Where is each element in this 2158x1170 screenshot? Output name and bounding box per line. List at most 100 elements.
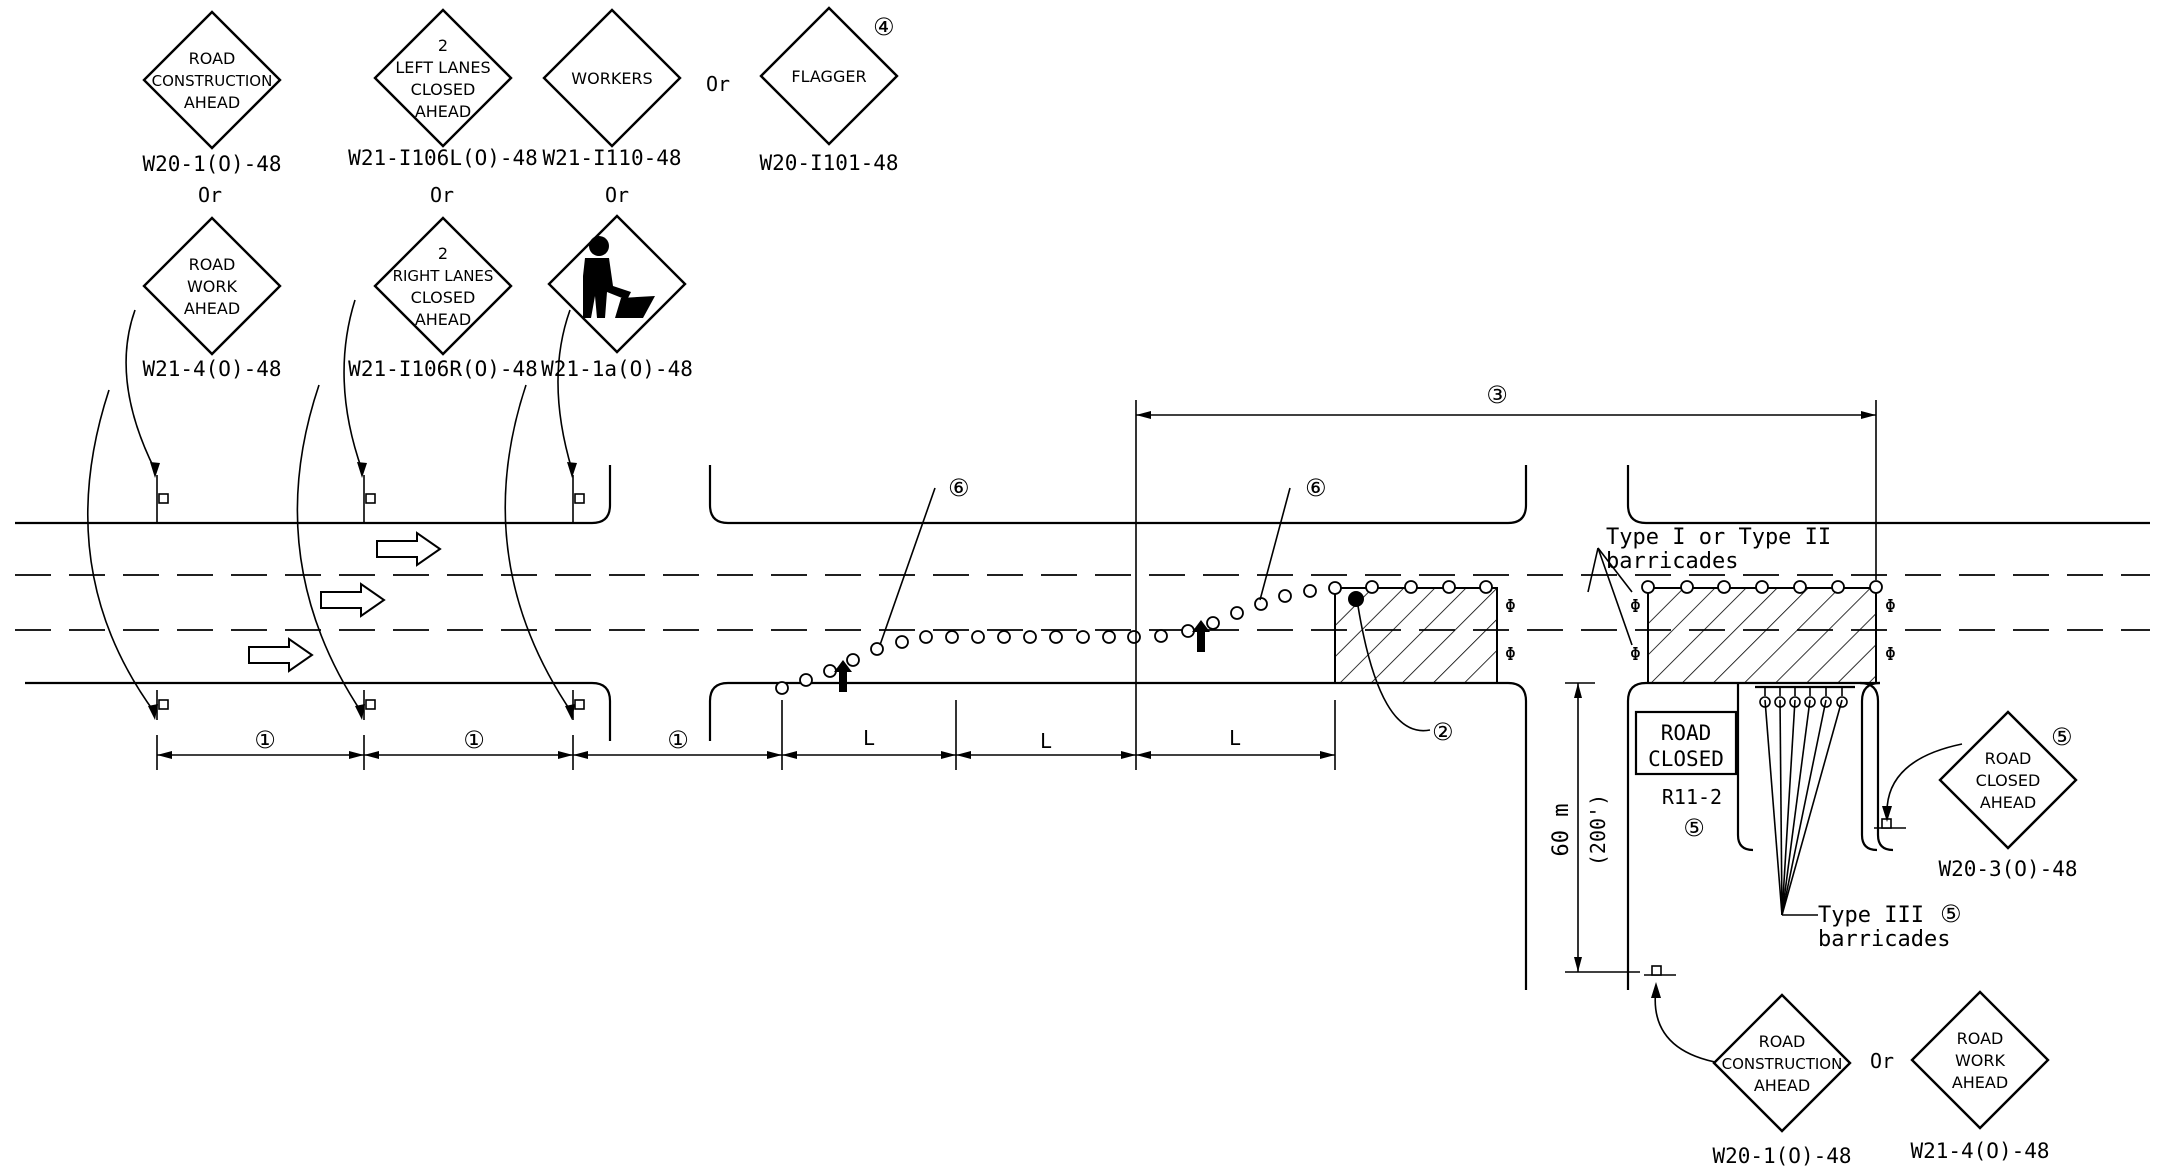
sign-text-line: CONSTRUCTION bbox=[1722, 1055, 1843, 1073]
note-1-label: ① bbox=[667, 726, 689, 754]
distance-meters-label: 60 m bbox=[1549, 804, 1574, 857]
sign-text-line: AHEAD bbox=[415, 102, 471, 121]
dimension-labels: ① ① ① L L L ③ bbox=[254, 381, 1508, 754]
note-5-label: ⑤ bbox=[2051, 723, 2073, 751]
cone-icon bbox=[945, 630, 959, 644]
type3-label-1: Type III bbox=[1818, 903, 1924, 928]
cone-icon bbox=[997, 630, 1011, 644]
traffic-arrows bbox=[248, 531, 442, 673]
svg-text:Φ: Φ bbox=[1505, 596, 1516, 617]
barricade-light-icon bbox=[1755, 580, 1769, 594]
sign-text-line: AHEAD bbox=[1980, 793, 2036, 812]
sign-text-line: ROAD bbox=[1957, 1029, 2004, 1048]
sign-text-line: ROAD bbox=[1985, 749, 2032, 768]
or-labels: Or Or Or Or Or bbox=[198, 72, 1894, 1073]
warning-sign-s5: ROAD WORK AHEAD W21-4(O)-48 bbox=[142, 216, 282, 381]
dim-L-label: L bbox=[863, 726, 875, 750]
cone-icon bbox=[846, 653, 860, 667]
sign-text-line: FLAGGER bbox=[791, 67, 866, 86]
sign-diamond bbox=[1938, 710, 2078, 850]
side-road-distance: 60 m (200') bbox=[1549, 794, 1610, 866]
sign-text-line: RIGHT LANES bbox=[393, 267, 494, 285]
sign-diamond bbox=[142, 216, 282, 356]
work-area-2 bbox=[1647, 587, 1877, 684]
sign-diamond bbox=[547, 214, 687, 354]
or-label: Or bbox=[605, 183, 629, 207]
cone-icon bbox=[1328, 581, 1342, 595]
sign-text-line: CLOSED bbox=[411, 80, 476, 99]
note-1-label: ① bbox=[463, 726, 485, 754]
note-4-label: ④ bbox=[873, 13, 895, 41]
r11-code-label: R11-2 bbox=[1662, 785, 1722, 809]
arrow-right-icon bbox=[248, 637, 314, 673]
road-closed-line-2: CLOSED bbox=[1648, 747, 1724, 771]
worker-shovel-icon bbox=[583, 236, 655, 318]
sign-code-label: W21-4(O)-48 bbox=[142, 357, 281, 381]
sign-diamond bbox=[542, 8, 682, 148]
sign-diamond bbox=[759, 6, 899, 146]
or-label: Or bbox=[198, 183, 222, 207]
dim-L-label: L bbox=[1040, 729, 1052, 753]
road-closed-sign-r11-2: ROAD CLOSED R11-2 ⑤ bbox=[1634, 710, 1738, 842]
barricade-light-icon bbox=[1869, 580, 1883, 594]
cone-icon bbox=[1230, 606, 1244, 620]
sign-text-line: 2 bbox=[438, 244, 448, 263]
flagger-station bbox=[1348, 591, 1364, 607]
warning-sign-s4: FLAGGER W20-I101-48 bbox=[759, 6, 899, 175]
sign-code-label: W21-I110-48 bbox=[542, 146, 681, 170]
note-6-label: ⑥ bbox=[948, 474, 970, 502]
dimension-lines bbox=[156, 400, 1877, 973]
sign-code-label: W20-1(O)-48 bbox=[142, 152, 281, 176]
sign-code-label: W21-I106L(O)-48 bbox=[348, 146, 538, 170]
note-2-label: ② bbox=[1432, 718, 1454, 746]
sign-text-line: 2 bbox=[438, 36, 448, 55]
up-arrow-icon bbox=[1192, 620, 1210, 652]
type12-barricades bbox=[1365, 580, 1883, 594]
sign-text-line: ROAD bbox=[1759, 1032, 1806, 1051]
cone-icon bbox=[870, 642, 884, 656]
sign-text-line: ROAD bbox=[189, 255, 236, 274]
sign-text-line: WORK bbox=[187, 277, 238, 296]
cone-icon bbox=[1102, 630, 1116, 644]
note-5-label: ⑤ bbox=[1940, 900, 1962, 928]
barricade-light-icon bbox=[1793, 580, 1807, 594]
svg-text:Φ: Φ bbox=[1885, 644, 1896, 665]
work-area-1 bbox=[1334, 587, 1498, 684]
channelizing-devices bbox=[775, 581, 1342, 695]
cone-icon bbox=[895, 635, 909, 649]
sign-diamond bbox=[1910, 990, 2050, 1130]
sign-diamond bbox=[373, 8, 513, 148]
cone-icon bbox=[1206, 616, 1220, 630]
svg-text:Φ: Φ bbox=[1630, 596, 1641, 617]
type3-label-2: barricades bbox=[1818, 927, 1950, 952]
cone-icon bbox=[919, 630, 933, 644]
sign-text-line: AHEAD bbox=[1952, 1073, 2008, 1092]
note-3-label: ③ bbox=[1486, 381, 1508, 409]
sign-code-label: W20-1(O)-48 bbox=[1712, 1144, 1851, 1168]
type12-label-1: Type I or Type II bbox=[1606, 525, 1831, 550]
cone-icon bbox=[1023, 630, 1037, 644]
callouts: ⑥ ⑥ ② bbox=[879, 474, 1843, 916]
or-label: Or bbox=[1870, 1049, 1894, 1073]
sign-text-line: WORKERS bbox=[571, 69, 652, 88]
sign-text-line: LEFT LANES bbox=[395, 58, 490, 77]
cone-icon bbox=[775, 681, 789, 695]
sign-text-line: AHEAD bbox=[184, 299, 240, 318]
arrow-right-icon bbox=[376, 531, 442, 567]
barricade-light-icon bbox=[1831, 580, 1845, 594]
cone-icon bbox=[971, 630, 985, 644]
or-label: Or bbox=[706, 72, 730, 96]
barricade-light-icon bbox=[1717, 580, 1731, 594]
barricade-labels: Type I or Type II barricades Type III ⑤ … bbox=[1606, 525, 1962, 952]
sign-code-label: W21-I106R(O)-48 bbox=[348, 357, 538, 381]
sign-text-line: WORK bbox=[1955, 1051, 2006, 1070]
sign-code-label: W20-I101-48 bbox=[759, 151, 898, 175]
type3-barricades bbox=[1755, 685, 1855, 708]
cone-icon bbox=[1049, 630, 1063, 644]
sign-diamond bbox=[1712, 993, 1852, 1133]
or-label: Or bbox=[430, 183, 454, 207]
sign-code-label: W21-1a(O)-48 bbox=[541, 357, 693, 381]
svg-text:Φ: Φ bbox=[1885, 596, 1896, 617]
warning-lights: Φ Φ Φ Φ Φ Φ bbox=[1505, 596, 1896, 665]
